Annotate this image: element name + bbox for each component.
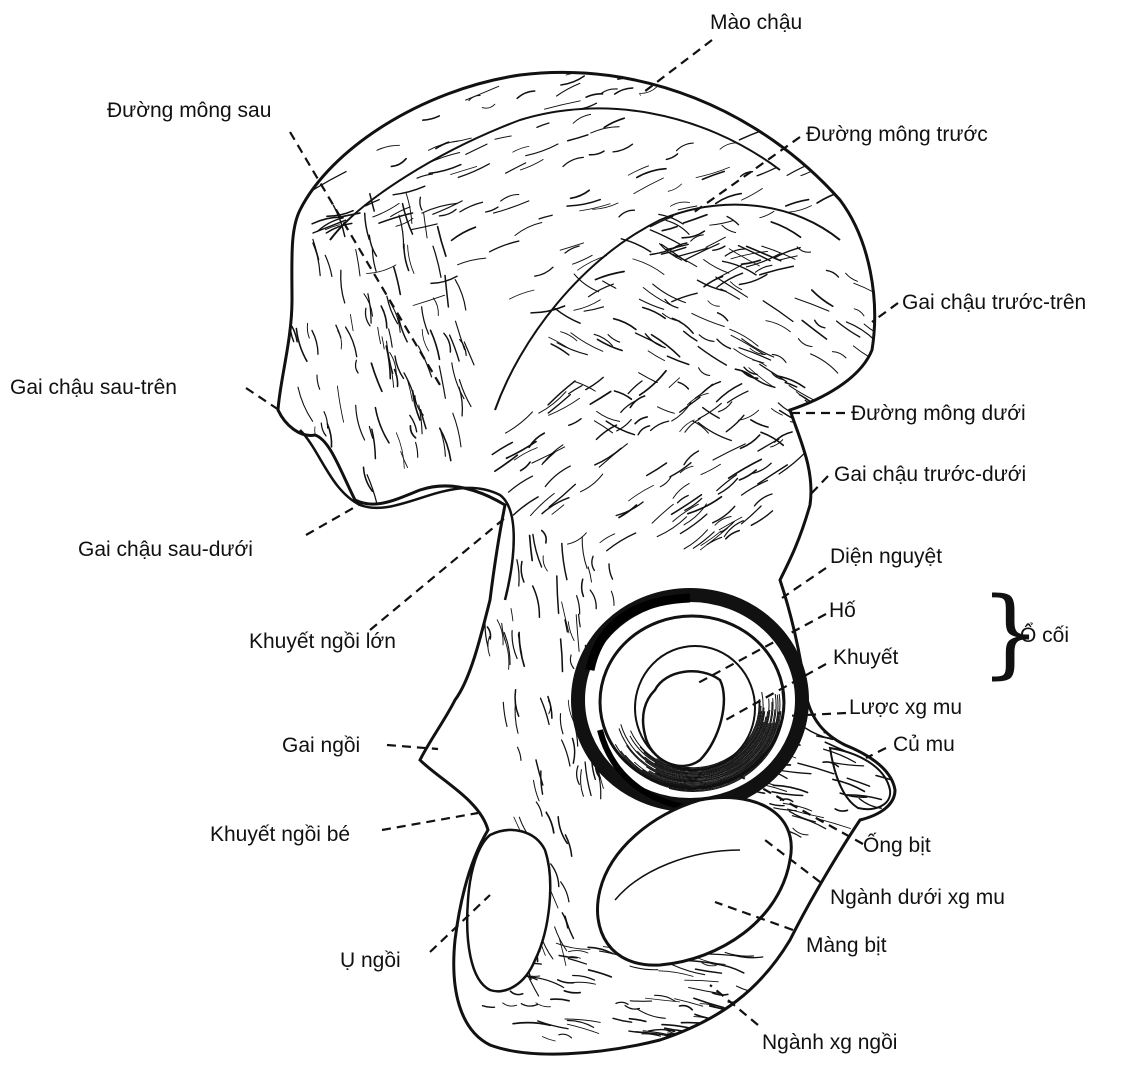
label-khuyet: Khuyết — [833, 647, 898, 668]
label-khuyet-ngoi-be: Khuyết ngồi bé — [210, 824, 350, 845]
label-mao-chau: Mào chậu — [710, 12, 802, 33]
label-luoc-xg-mu: Lược xg mu — [849, 697, 962, 718]
label-u-ngoi: Ụ ngồi — [340, 950, 401, 971]
label-nganh-xg-ngoi: Ngành xg ngồi — [762, 1032, 897, 1053]
hip-bone-outline — [278, 72, 895, 1054]
label-gai-chau-sau-tren: Gai chậu sau-trên — [10, 377, 177, 398]
label-khuyet-ngoi-lon: Khuyết ngồi lớn — [249, 631, 396, 652]
label-nganh-duoi-xg-mu: Ngành dưới xg mu — [830, 887, 1005, 908]
label-ho: Hố — [829, 600, 856, 621]
acetabulum — [578, 595, 802, 808]
hatch-stroke — [644, 1044, 663, 1048]
label-gai-ngoi: Gai ngồi — [282, 735, 360, 756]
label-mang-bit: Màng bịt — [806, 935, 887, 956]
hatch-stroke — [671, 1042, 701, 1048]
label-cu-mu: Củ mu — [893, 734, 955, 755]
label-duong-mong-duoi: Đường mông dưới — [851, 403, 1026, 424]
hatch-stroke — [697, 85, 718, 93]
label-duong-mong-sau: Đường mông sau — [107, 100, 271, 121]
label-gai-chau-sau-duoi: Gai chậu sau-dưới — [78, 539, 253, 560]
hatch-stroke — [752, 113, 774, 118]
label-gai-chau-truoc-tren: Gai chậu trước-trên — [902, 292, 1086, 313]
hatch-stroke — [669, 1038, 701, 1040]
hatch-stroke — [404, 97, 418, 101]
label-gai-chau-truoc-duoi: Gai chậu trước-dưới — [834, 464, 1026, 485]
label-dien-nguyet: Diện nguyệt — [830, 546, 942, 567]
hatch-stroke — [670, 1039, 692, 1044]
label-duong-mong-truoc: Đường mông trước — [806, 124, 988, 145]
label-ong-bit: Ống bịt — [863, 835, 931, 856]
hatch-stroke — [767, 990, 787, 992]
label-o-coi: Ổ cối — [1020, 625, 1069, 646]
hatch-stroke — [751, 1009, 781, 1019]
hatch-stroke — [754, 992, 784, 994]
hatch-stroke — [335, 142, 347, 147]
